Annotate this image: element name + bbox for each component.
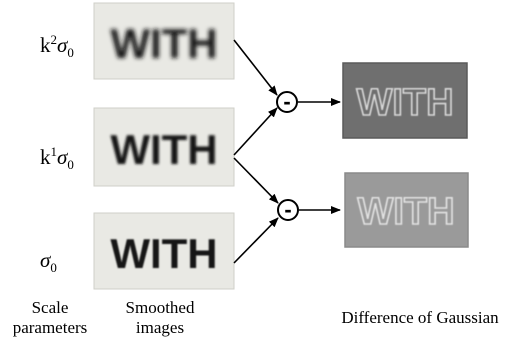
caption-smoothed-line-2: images [135, 318, 185, 338]
caption-scale-line-1: Scale [31, 298, 69, 317]
subtract-node-1-circle [276, 91, 298, 113]
arrow-k0-to-subtract-2 [233, 217, 279, 264]
scale-label-k0: σ0 [40, 248, 57, 276]
smoothed-image-k2-word: WITH [110, 20, 217, 67]
smoothed-image-k0: WITH [93, 212, 235, 290]
scale-label-k2-prefix: k [40, 33, 51, 57]
scale-label-k1: k1σ0 [40, 145, 74, 171]
scale-label-k2-subscript: 0 [67, 45, 74, 61]
dog-image-2-word: WITH [357, 191, 454, 233]
caption-smoothed-images: Smoothed images [104, 298, 216, 339]
scale-label-k1-symbol: σ [57, 145, 68, 169]
subtract-node-1: - [276, 89, 298, 114]
scale-label-k0-symbol: σ [40, 248, 51, 272]
caption-dog-line: Difference of Gaussian [341, 308, 499, 327]
dog-image-2: WITH [344, 172, 469, 248]
smoothed-image-k2-frame [93, 2, 235, 80]
smoothed-image-k1-word: WITH [110, 126, 217, 173]
scale-label-k1-prefix: k [40, 145, 51, 169]
caption-scale-line-2: parameters [12, 318, 88, 338]
scale-label-k2-symbol: σ [57, 33, 68, 57]
smoothed-image-k2: WITH [93, 2, 235, 80]
scale-label-k1-subscript: 0 [67, 157, 74, 173]
dog-image-1-word: WITH [356, 82, 453, 124]
caption-difference-of-gaussian: Difference of Gaussian [322, 308, 518, 328]
dog-image-1: WITH [342, 62, 468, 139]
scale-label-k0-subscript: 0 [50, 260, 57, 276]
dog-image-2-frame [344, 172, 469, 248]
dog-image-1-frame [342, 62, 468, 139]
scale-label-k1-superscript: 1 [50, 144, 58, 159]
arrow-k2-to-subtract-1 [233, 39, 278, 96]
arrow-k1-to-subtract-1 [233, 107, 278, 156]
scale-label-k2: k2σ0 [40, 33, 74, 59]
smoothed-image-k0-word: WITH [110, 230, 217, 277]
subtract-node-2-circle [277, 199, 299, 221]
smoothed-image-k0-frame [93, 212, 235, 290]
smoothed-image-k1-frame [93, 107, 235, 187]
smoothed-image-k1: WITH [93, 107, 235, 187]
minus-icon: - [284, 197, 291, 222]
arrow-k1-to-subtract-2 [233, 157, 279, 204]
scale-label-k2-superscript: 2 [50, 32, 58, 47]
caption-scale-parameters: Scale parameters [2, 298, 98, 339]
caption-smoothed-line-1: Smoothed [125, 298, 195, 317]
minus-icon: - [283, 89, 290, 114]
subtract-node-2: - [277, 197, 299, 222]
